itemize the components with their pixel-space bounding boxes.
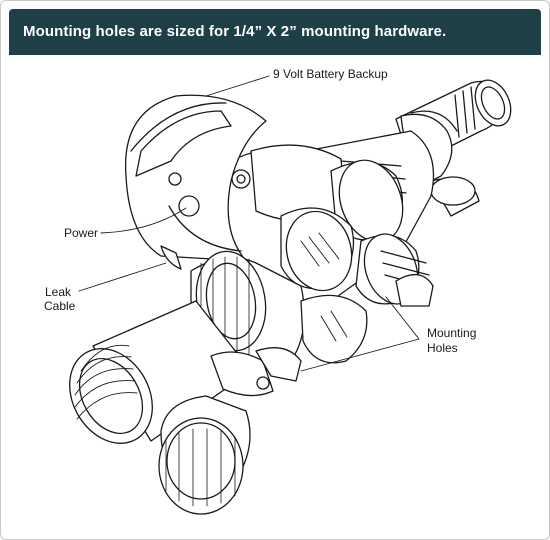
right-coupling-rings <box>330 159 434 307</box>
leader-leak-cable <box>78 262 167 292</box>
callout-mounting-line1: Mounting <box>427 326 477 340</box>
callout-leak-line1: Leak <box>45 285 72 299</box>
lower-inlet-pipe <box>69 300 252 444</box>
bypass-lever <box>210 347 302 397</box>
lower-valve-knob <box>300 294 368 364</box>
header-banner: Mounting holes are sized for 1/4” X 2” m… <box>9 9 541 55</box>
banner-title: Mounting holes are sized for 1/4” X 2” m… <box>23 23 447 40</box>
callout-leaders <box>78 75 420 372</box>
center-valve-knob <box>280 207 355 292</box>
battery-housing <box>124 94 267 270</box>
leader-mounting-b <box>300 338 420 372</box>
callout-battery-backup: 9 Volt Battery Backup <box>273 67 388 81</box>
callout-leak-line2: Cable <box>44 299 76 313</box>
leader-power <box>100 207 187 234</box>
leader-battery <box>205 75 270 97</box>
bottom-outlet-elbow <box>158 395 251 515</box>
leader-mounting-a <box>385 296 420 340</box>
callout-mounting-line2: Holes <box>427 341 458 355</box>
callout-power: Power <box>64 226 99 240</box>
